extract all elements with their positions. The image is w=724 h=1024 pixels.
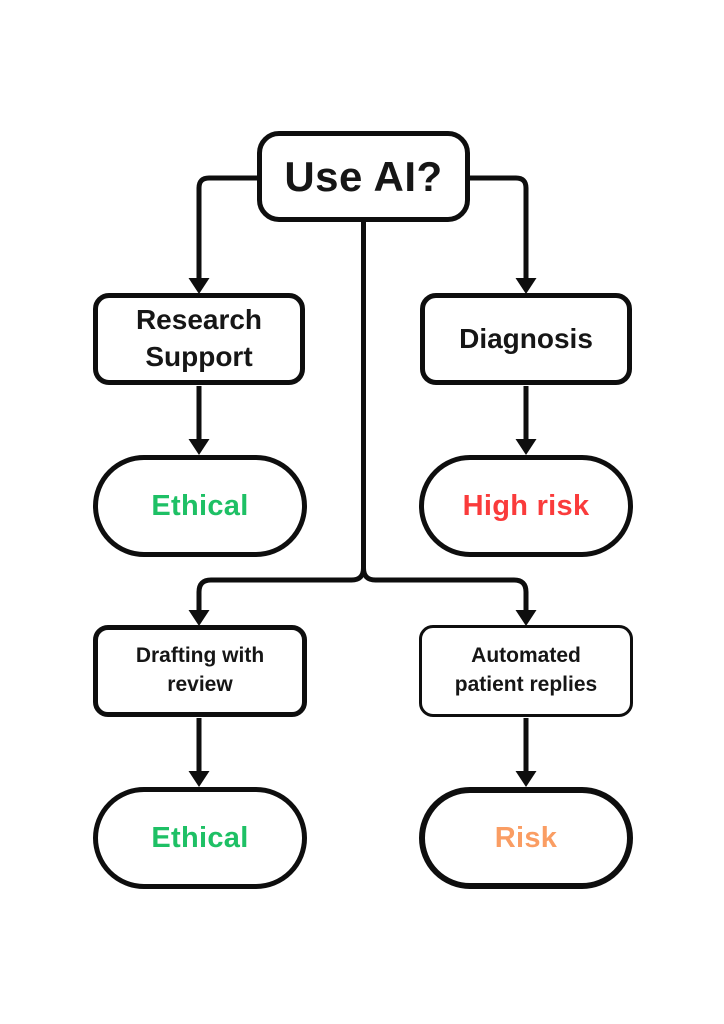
edge-root-drafting (196, 567, 366, 612)
node-ethical-drafting-label: Ethical (151, 821, 249, 854)
node-risk-label: Risk (494, 821, 558, 854)
arrowhead-ethical-2 (188, 771, 210, 787)
node-diagnosis: Diagnosis (420, 293, 632, 385)
edge-root-research (196, 175, 258, 280)
node-risk: Risk (419, 787, 633, 889)
node-high-risk: High risk (419, 455, 633, 557)
edge-root-diagnosis (469, 175, 529, 280)
node-automated-patient-replies-label: Automated patient replies (454, 644, 598, 696)
node-ethical-research: Ethical (93, 455, 307, 557)
node-automated-patient-replies: Automated patient replies (419, 625, 633, 717)
arrowhead-automated (515, 610, 537, 626)
arrowhead-highrisk (515, 439, 537, 455)
arrowhead-diagnosis (515, 278, 537, 294)
node-drafting-with-review: Drafting with review (93, 625, 307, 717)
node-diagnosis-label: Diagnosis (459, 322, 593, 354)
arrowhead-research (188, 278, 210, 294)
arrowhead-drafting (188, 610, 210, 626)
node-ethical-drafting: Ethical (93, 787, 307, 889)
arrowhead-ethical-1 (188, 439, 210, 455)
node-use-ai: Use AI? (257, 131, 470, 222)
node-research-support: Research Support (93, 293, 305, 385)
edge-root-automated (361, 567, 529, 612)
node-drafting-with-review-label: Drafting with review (135, 644, 265, 696)
node-ethical-research-label: Ethical (151, 489, 249, 522)
arrowhead-risk (515, 771, 537, 787)
node-high-risk-label: High risk (462, 489, 590, 522)
node-research-support-label: Research Support (135, 304, 263, 372)
node-use-ai-label: Use AI? (284, 152, 443, 200)
